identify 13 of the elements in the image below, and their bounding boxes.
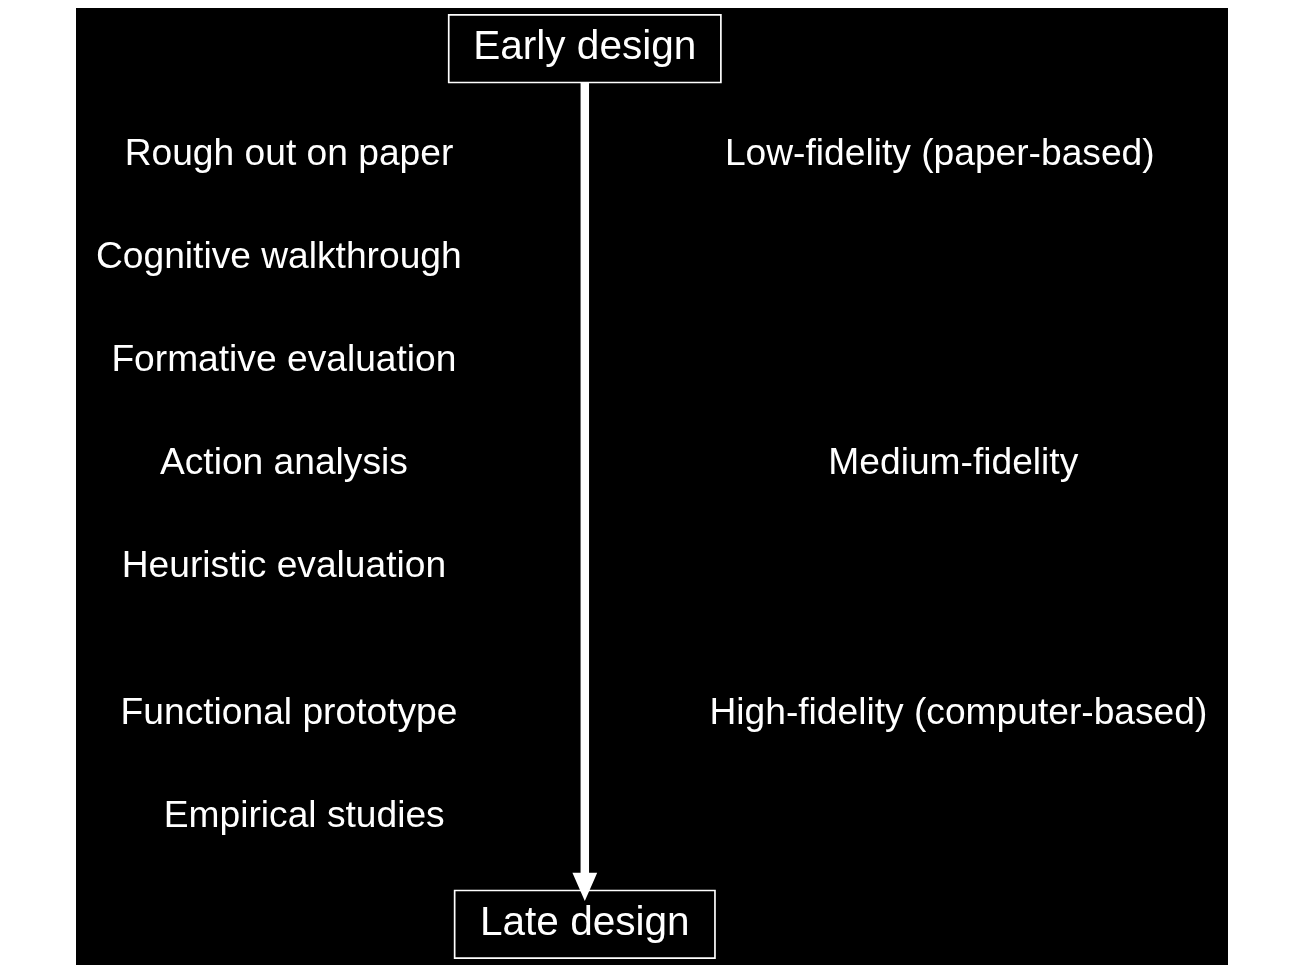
label: Empirical studies [163, 793, 445, 836]
arrow [571, 82, 597, 901]
label: Cognitive walkthrough [95, 233, 462, 276]
label: Heuristic evaluation [121, 543, 446, 586]
label: Action analysis [159, 439, 408, 482]
label: Formative evaluation [110, 336, 456, 379]
label: Functional prototype [120, 690, 457, 733]
node-box: Early design [447, 14, 722, 84]
label: High-fidelity (computer-based) [708, 690, 1207, 733]
label: Low-fidelity (paper-based) [724, 130, 1155, 173]
label: Rough out on paper [124, 130, 453, 173]
node-box: Late design [453, 889, 716, 959]
label: Medium-fidelity [827, 439, 1078, 482]
